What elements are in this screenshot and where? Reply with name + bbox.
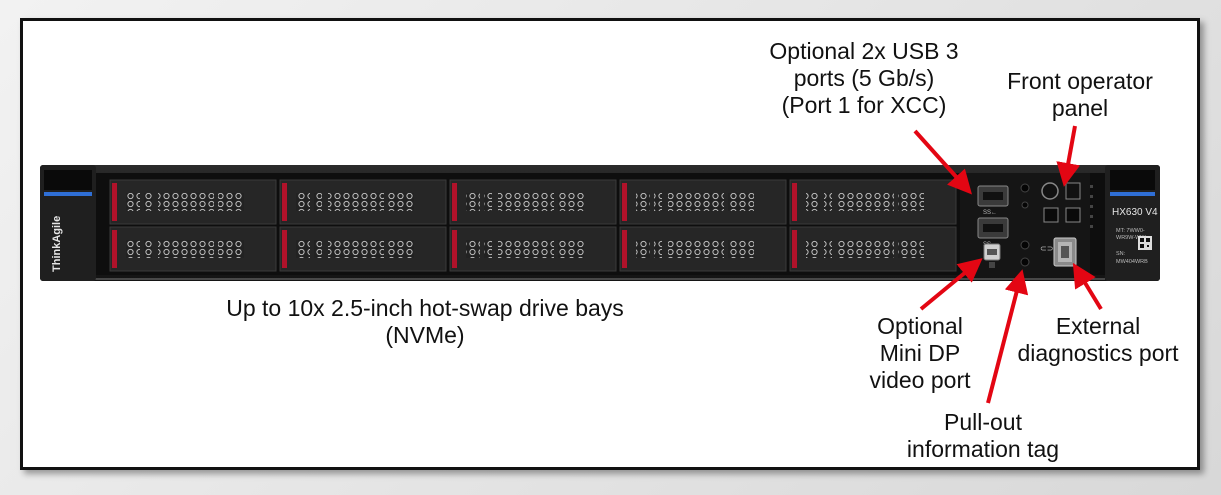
usb-port-1[interactable]: SS← — [977, 185, 1009, 216]
svg-text:SN:: SN: — [1116, 251, 1126, 257]
svg-text:MT: 7WW0-: MT: 7WW0- — [1116, 228, 1145, 234]
drive-bay-latch[interactable] — [112, 183, 117, 221]
blue-accent-strip — [44, 192, 92, 196]
drive-bay-latch[interactable] — [282, 230, 287, 268]
drive-bay[interactable] — [789, 179, 957, 225]
drive-bay-latch[interactable] — [282, 183, 287, 221]
drive-bay[interactable] — [449, 179, 617, 225]
brand-logo: ThinkAgile — [51, 216, 63, 272]
callout-drive-bays: Up to 10x 2.5-inch hot-swap drive bays (… — [226, 295, 624, 348]
drive-bay[interactable] — [279, 226, 447, 272]
callout-usb-ports: Optional 2x USB 3 ports (5 Gb/s) (Port 1… — [769, 38, 959, 118]
operator-panel-arrow — [1056, 125, 1081, 187]
right-rack-ear: HX630 V4 MT: 7WW0- WR9W-WW SN: MW404WRB — [1105, 165, 1160, 281]
front-operator-panel[interactable]: ⊂⊃ — [1040, 182, 1081, 253]
drive-bay[interactable] — [789, 226, 957, 272]
callout-pull-out-information-tag: Pull-out information tag — [906, 409, 1060, 462]
power-button-icon[interactable] — [1041, 182, 1059, 200]
usb-port-1-label: SS← — [983, 210, 997, 216]
drive-bays — [109, 179, 957, 272]
drive-bay[interactable] — [109, 179, 277, 225]
drive-bay[interactable] — [619, 179, 787, 225]
drive-bay-latch[interactable] — [792, 230, 797, 268]
callout-front-operator-panel: Front operator panel — [1007, 68, 1153, 121]
drive-bay-latch[interactable] — [452, 230, 457, 268]
model-label: HX630 V4 — [1112, 207, 1158, 218]
pull-out-information-tag[interactable] — [1020, 240, 1030, 250]
diag-port-arrow — [1072, 262, 1103, 311]
callout-arrows — [913, 125, 1103, 404]
left-rack-ear: ThinkAgile — [40, 165, 96, 281]
callout-mini-dp-port: Optional Mini DP video port — [869, 313, 971, 393]
drive-bay-latch[interactable] — [622, 183, 627, 221]
drive-bay-latch[interactable] — [452, 183, 457, 221]
info-tag-hole — [1020, 183, 1030, 193]
drive-bay[interactable] — [449, 226, 617, 272]
svg-text:MW404WRB: MW404WRB — [1116, 259, 1148, 265]
front-io-panel: SS← SS← ⊂⊃ — [960, 173, 1093, 275]
svg-text:WR9W-WW: WR9W-WW — [1116, 235, 1146, 241]
drive-bay[interactable] — [279, 179, 447, 225]
drive-bay[interactable] — [619, 226, 787, 272]
usb-arrow — [913, 129, 973, 195]
status-led-icon — [1043, 207, 1059, 223]
mini-dp-port[interactable] — [983, 243, 1001, 268]
drive-bay-latch[interactable] — [792, 183, 797, 221]
svg-text:⊂⊃: ⊂⊃ — [1040, 244, 1053, 253]
external-diagnostics-port[interactable] — [1053, 237, 1077, 267]
drive-bay[interactable] — [109, 226, 277, 272]
mini-dp-arrow — [919, 258, 983, 311]
callout-external-diagnostics-port: External diagnostics port — [1017, 313, 1179, 366]
drive-bay-latch[interactable] — [112, 230, 117, 268]
info-tag-arrow — [986, 269, 1029, 404]
id-button-icon[interactable] — [1065, 182, 1081, 200]
drive-bay-latch[interactable] — [622, 230, 627, 268]
